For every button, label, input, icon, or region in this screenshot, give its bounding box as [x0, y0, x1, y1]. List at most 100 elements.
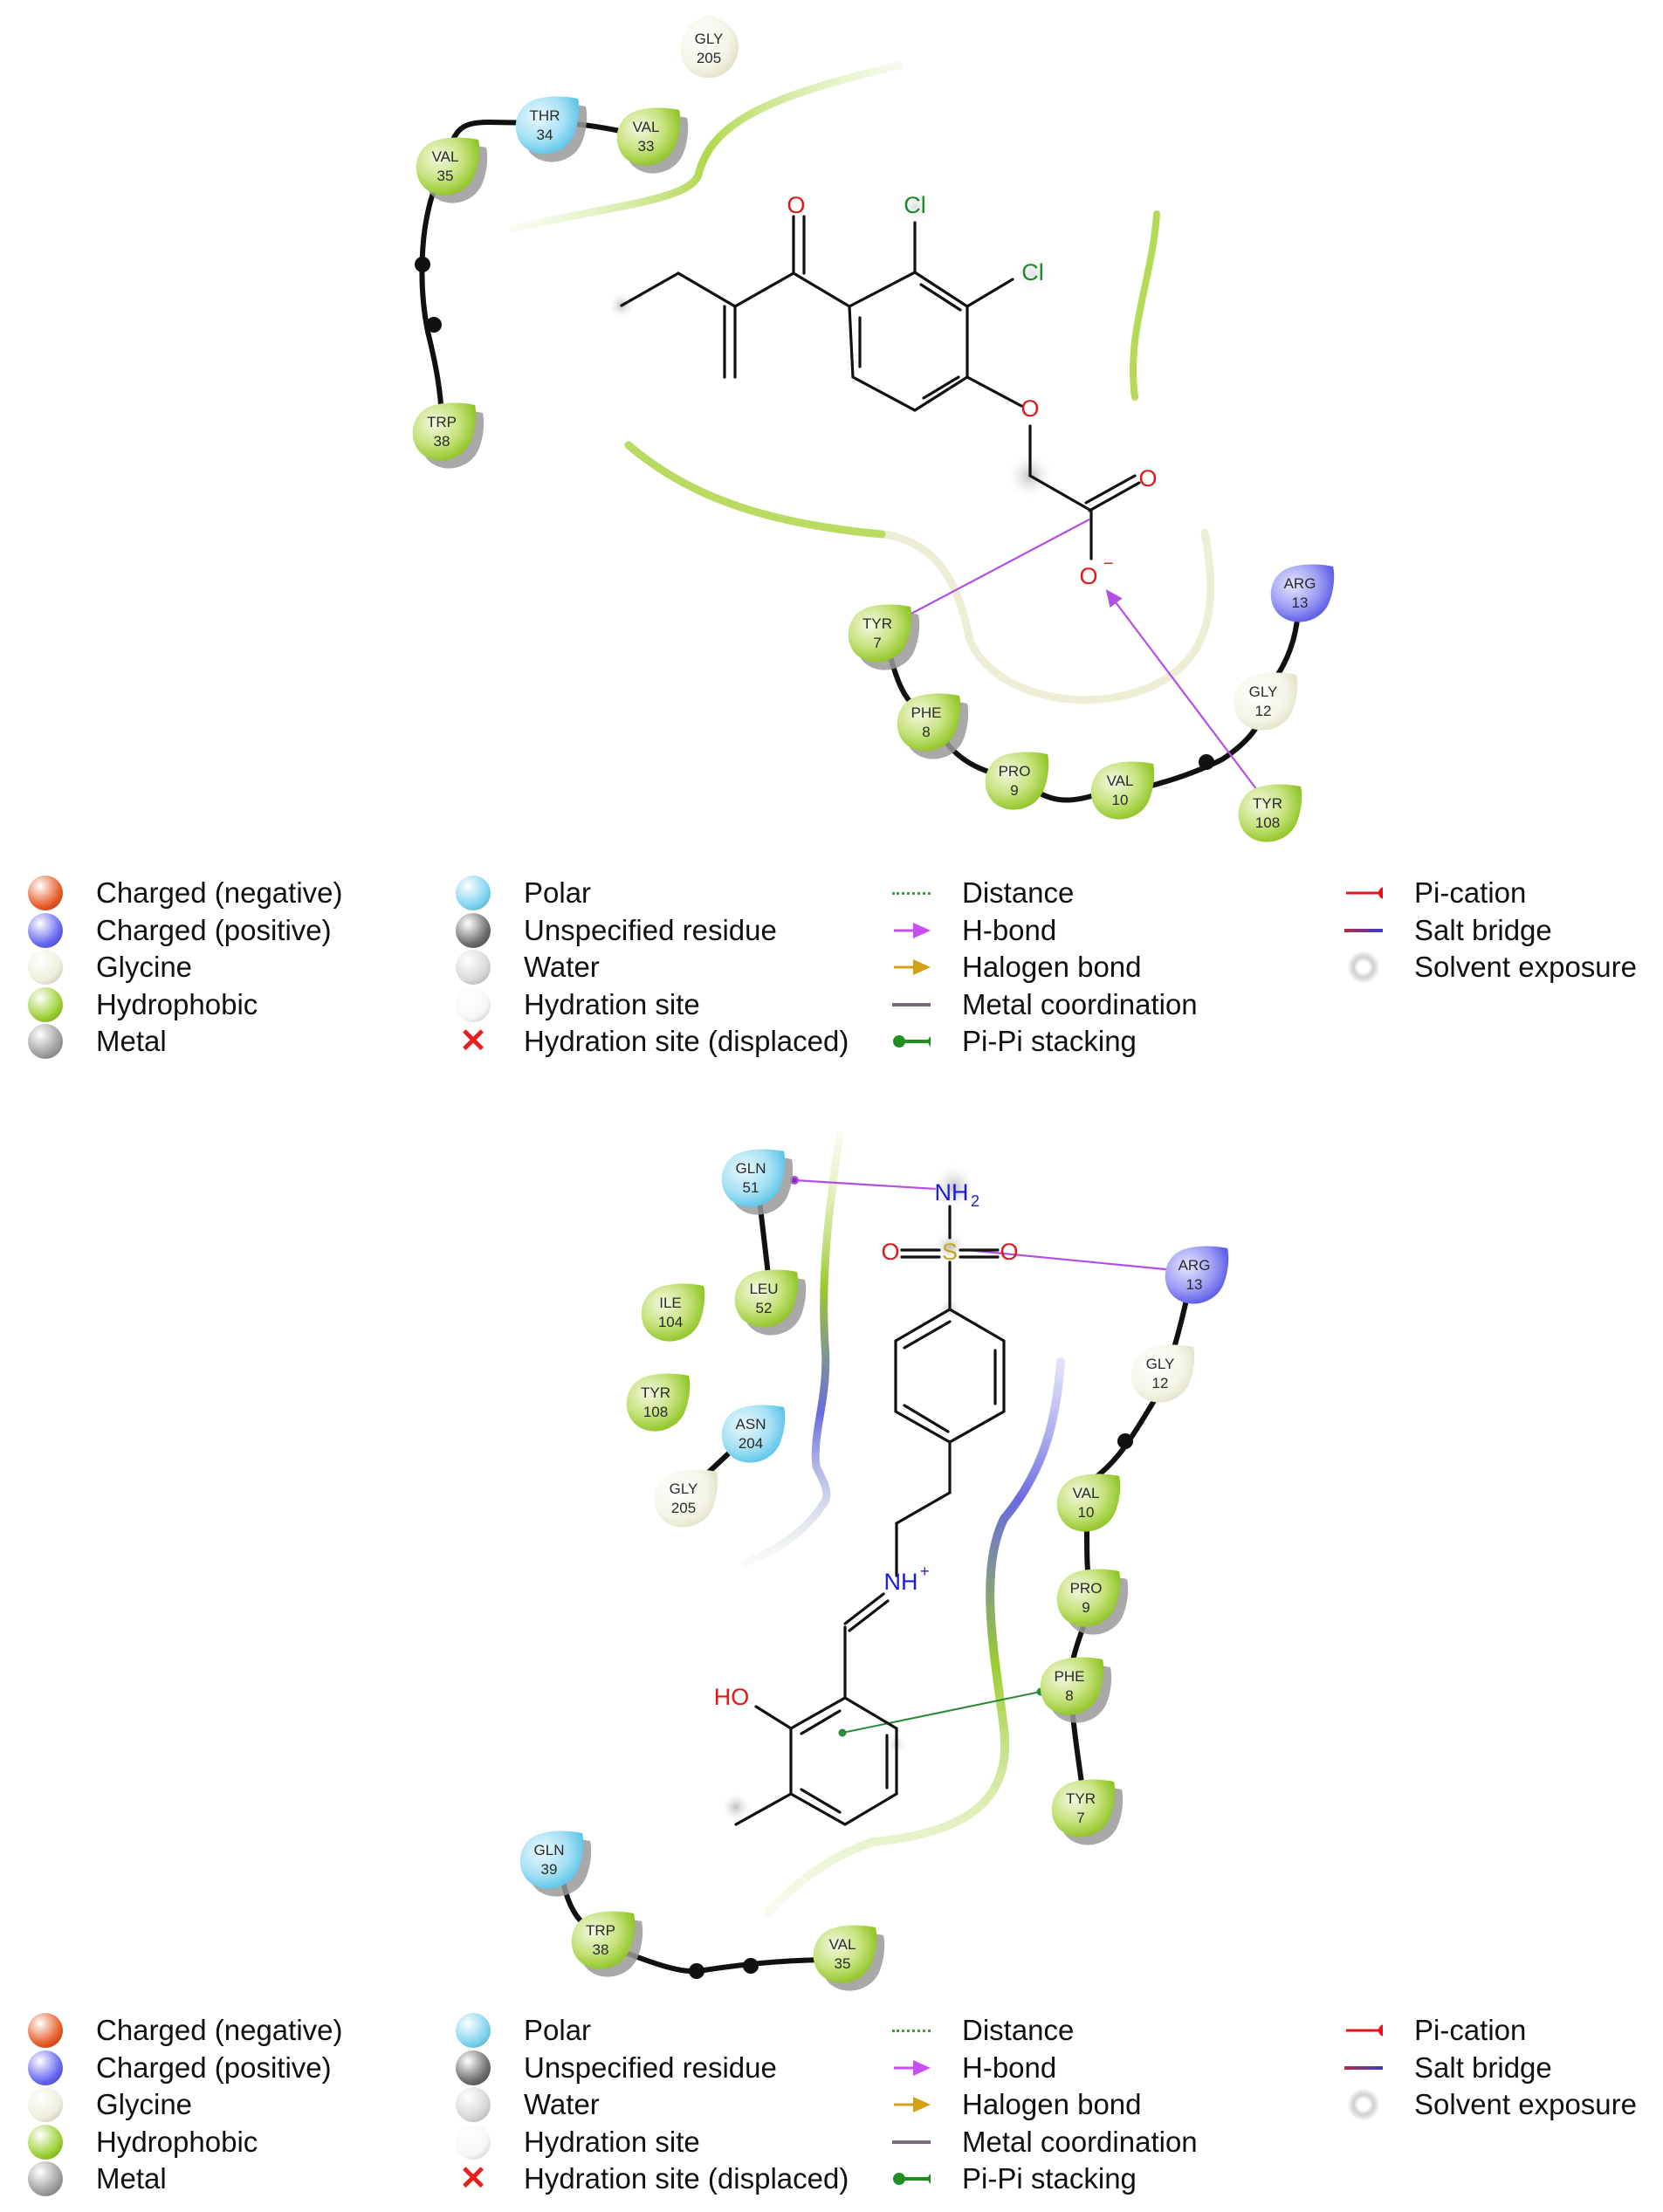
h-bond-arg13	[966, 1248, 1175, 1272]
residue-name: TYR	[1253, 795, 1282, 812]
atom-carboxylate-oxygen: O	[1079, 563, 1097, 589]
residue-number: 39	[541, 1861, 558, 1878]
residue-name: TYR	[1066, 1790, 1096, 1807]
legend-label: Pi-cation	[1414, 876, 1527, 910]
residue-number: 33	[638, 138, 655, 155]
residue-name: VAL	[1073, 1485, 1100, 1501]
residue-name: PRO	[999, 763, 1031, 780]
residue-number: 38	[434, 433, 450, 450]
line-icon	[892, 987, 931, 1022]
residue-name: GLY	[1146, 1356, 1175, 1372]
residue-asn-204: ASN 204	[721, 1405, 786, 1463]
residue-name: PHE	[1055, 1668, 1085, 1685]
legend-label: Pi-Pi stacking	[962, 1025, 1137, 1058]
hydrophobic-ball	[26, 2124, 65, 2160]
halo-icon	[1344, 950, 1383, 985]
residue-glyph	[1051, 1779, 1116, 1838]
legend-label: Water	[524, 951, 600, 984]
residue-glyph	[985, 752, 1049, 810]
residue-number: 205	[697, 50, 721, 66]
metal-ball	[26, 1024, 65, 1060]
legend-label: Distance	[962, 2014, 1075, 2047]
legend-label: Pi-cation	[1414, 2014, 1527, 2047]
residue-name: PRO	[1070, 1580, 1103, 1597]
pocket-outline	[509, 61, 1215, 704]
residue-number: 205	[671, 1500, 696, 1516]
residue-glyph	[616, 107, 681, 166]
residue-number: 9	[1010, 782, 1018, 799]
residue-glyph	[1090, 761, 1155, 820]
hydrophobic-ball	[26, 986, 65, 1022]
residue-glyph	[734, 1269, 799, 1328]
residue-glyph	[721, 1405, 786, 1463]
h-bond-gln51	[794, 1178, 937, 1191]
residue-glyph	[412, 402, 477, 461]
atom-ether-oxygen: O	[1020, 395, 1039, 422]
residue-name: ARG	[1284, 575, 1316, 592]
residue-name: VAL	[1107, 773, 1134, 789]
residue-name: TRP	[427, 414, 457, 430]
atom-chlorine-2: Cl	[1021, 259, 1044, 285]
residue-gly-12: GLY 12	[1130, 1344, 1195, 1403]
atom-carboxyl-oxygen: O	[1138, 465, 1157, 491]
residue-number: 9	[1082, 1599, 1089, 1616]
ligand-2-atoms: NH 2 S O O NH + HO	[714, 1179, 1019, 1710]
unspecified-ball	[454, 2050, 492, 2085]
line-dot-icon	[1344, 2013, 1383, 2048]
legend-label: Hydration site	[524, 2125, 700, 2158]
residue-name: ASN	[736, 1416, 766, 1432]
residue-number: 7	[873, 635, 881, 651]
residue-name: GLN	[736, 1160, 766, 1177]
residue-number: 8	[1065, 1687, 1073, 1704]
legend-label: Metal	[96, 2162, 167, 2195]
residue-number: 13	[1292, 594, 1309, 611]
residue-glyph	[1234, 672, 1298, 731]
legend-label: Salt bridge	[1414, 2051, 1552, 2084]
residue-number: 12	[1152, 1375, 1169, 1391]
ligand-1-atoms: O Cl Cl O O O −	[787, 192, 1157, 589]
h-bond-lines	[907, 519, 1258, 791]
pocket-outline	[742, 1130, 1065, 1916]
residue-number: 204	[739, 1435, 763, 1452]
residue-number: 104	[658, 1314, 683, 1330]
legend-label: Halogen bond	[962, 951, 1142, 984]
residue-number: 7	[1076, 1810, 1084, 1826]
legend-label: Metal	[96, 1025, 167, 1058]
legend-label: Polar	[524, 876, 592, 910]
charged-positive-ball	[26, 912, 65, 948]
legend-label: Unspecified residue	[524, 2051, 777, 2084]
residue-number: 38	[593, 1941, 609, 1958]
residue-number: 10	[1078, 1504, 1095, 1521]
h-bond-tyr108	[1105, 588, 1258, 791]
residue-glyph	[519, 1831, 584, 1889]
polar-ball	[454, 2013, 492, 2049]
residue-number: 12	[1255, 703, 1272, 719]
residue-name: GLY	[695, 31, 724, 47]
atom-sulfonyl-oxygen-right: O	[1000, 1239, 1018, 1265]
residue-name: VAL	[633, 119, 660, 135]
legend-label: Glycine	[96, 951, 193, 984]
legend-label: Hydration site	[524, 987, 700, 1020]
arrow-icon	[892, 2087, 931, 2122]
halo-icon	[1344, 2087, 1383, 2122]
residue-glyph	[897, 693, 961, 752]
residue-number: 13	[1186, 1276, 1203, 1293]
dumbbell-icon	[892, 2161, 931, 2196]
dotted-line-icon	[892, 876, 931, 910]
residue-glyph	[721, 1149, 786, 1207]
residue-glyph	[813, 1925, 877, 1983]
legend-label: Hydration site (displaced)	[524, 2162, 849, 2195]
residue-glyph	[1238, 784, 1302, 842]
residue-number: 108	[643, 1404, 668, 1420]
